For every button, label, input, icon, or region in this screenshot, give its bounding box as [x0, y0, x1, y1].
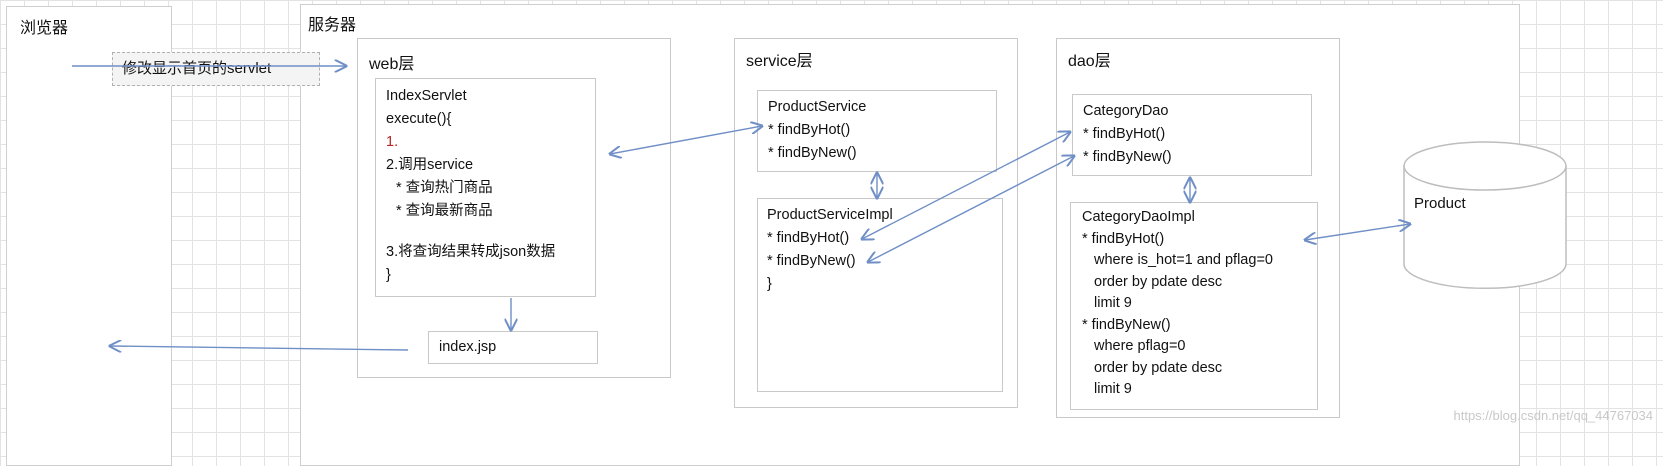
product-service-code: ProductService * findByHot() * findByNew… — [768, 96, 866, 165]
code-line: * findByNew() — [767, 253, 856, 269]
request-label: 修改显示首页的servlet — [122, 60, 272, 77]
dao-layer-title: dao层 — [1068, 53, 1111, 70]
category-dao-impl-box — [1070, 202, 1318, 410]
code-line: where pflag=0 — [1094, 338, 1186, 354]
code-line: * findByNew() — [1082, 316, 1171, 333]
code-line: * findByHot() — [767, 230, 850, 246]
code-line: CategoryDao — [1083, 103, 1169, 119]
code-line: * 查询热门商品 — [396, 180, 493, 196]
code-line: limit 9 — [1094, 381, 1132, 397]
server-title: 服务器 — [308, 17, 357, 34]
request-label-box — [112, 52, 320, 86]
category-dao-box — [1072, 94, 1312, 176]
code-line: execute(){ — [386, 111, 452, 127]
index-servlet-box — [375, 78, 596, 297]
index-jsp-label: index.jsp — [439, 339, 497, 355]
product-service-impl-code: ProductServiceImpl * findByHot() * findB… — [767, 204, 893, 296]
code-line: * findByHot() — [1082, 230, 1165, 247]
browser-title: 浏览器 — [20, 20, 69, 37]
code-line: * findByNew() — [1083, 149, 1172, 165]
code-line: order by pdate desc — [1094, 273, 1223, 290]
web-layer-title: web层 — [369, 56, 415, 73]
code-line: * findByNew() — [768, 145, 857, 161]
code-line: 2.调用service — [386, 157, 474, 173]
code-line: order by pdate desc — [1094, 359, 1223, 376]
code-line: 1. — [386, 134, 399, 150]
service-layer-title: service层 — [746, 53, 813, 70]
watermark: https://blog.csdn.net/qq_44767034 — [1453, 408, 1654, 423]
code-line: IndexServlet — [386, 88, 467, 104]
index-jsp-box — [428, 331, 598, 364]
code-line: * findByHot() — [768, 122, 851, 138]
code-line — [386, 223, 555, 241]
category-dao-code: CategoryDao * findByHot() * findByNew() — [1083, 100, 1172, 169]
code-line: * findByHot() — [1083, 126, 1166, 142]
code-line: limit 9 — [1094, 295, 1132, 311]
code-line: where is_hot=1 and pflag=0 — [1094, 252, 1273, 268]
index-servlet-code: IndexServlet execute(){ 1. 2.调用service *… — [386, 85, 555, 287]
product-database-label: Product — [1414, 195, 1466, 212]
code-line: ProductService — [768, 99, 867, 115]
code-line: ProductServiceImpl — [767, 207, 893, 223]
category-dao-impl-code: CategoryDaoImpl * findByHot() where is_h… — [1082, 207, 1273, 401]
code-line: 3.将查询结果转成json数据 — [386, 244, 556, 260]
code-line: } — [767, 276, 772, 292]
code-line: } — [386, 267, 391, 283]
code-line: * 查询最新商品 — [396, 203, 493, 219]
product-database-icon — [1403, 141, 1567, 290]
code-line: CategoryDaoImpl — [1082, 209, 1195, 225]
